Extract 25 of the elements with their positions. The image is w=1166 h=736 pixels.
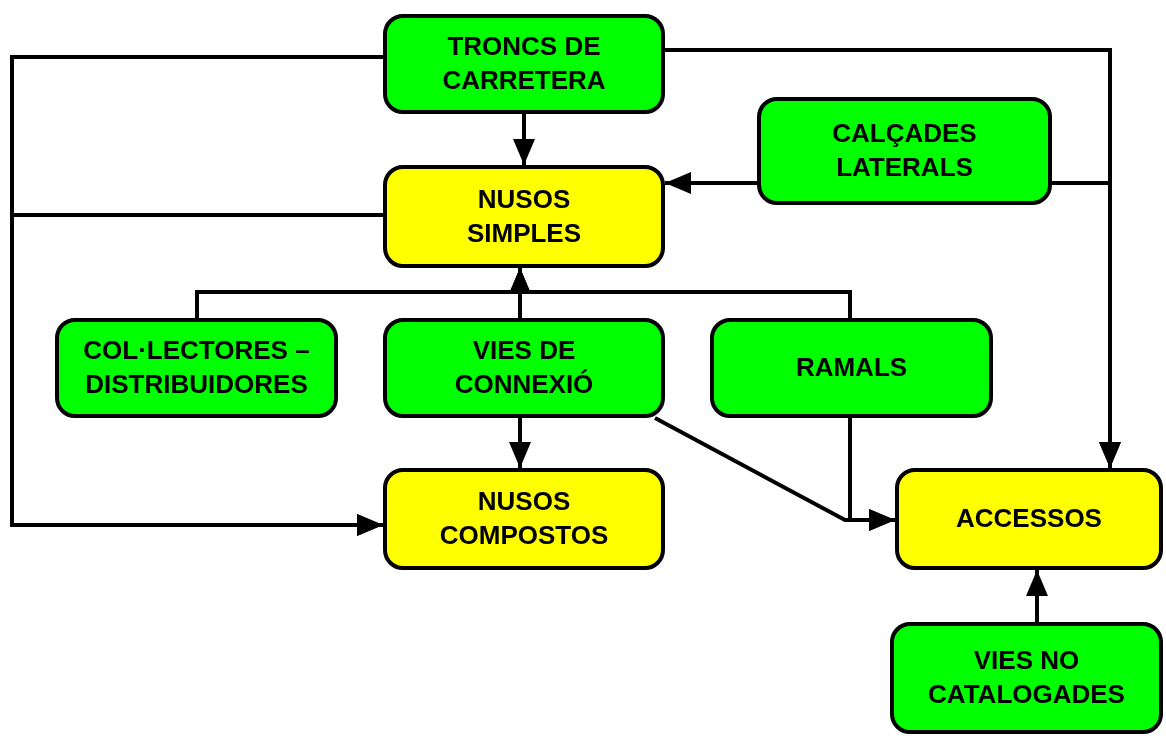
process-box bbox=[895, 468, 1163, 570]
process-box bbox=[383, 165, 665, 268]
node-label: TRONCS DE CARRETERA bbox=[441, 30, 607, 97]
node-label: RAMALS bbox=[795, 351, 908, 385]
process-box bbox=[55, 318, 338, 418]
node-label: NUSOS COMPOSTOS bbox=[438, 485, 610, 552]
node-label: VIES DE CONNEXIÓ bbox=[453, 334, 595, 401]
arrow bbox=[1026, 570, 1048, 622]
arrow bbox=[1052, 181, 1121, 468]
arrow bbox=[848, 418, 895, 531]
process-box bbox=[383, 468, 665, 570]
node-label: ACCESSOS bbox=[956, 502, 1102, 536]
node-label: COL·LECTORES – DISTRIBUIDORES bbox=[82, 334, 311, 401]
process-box bbox=[710, 318, 993, 418]
arrow bbox=[10, 213, 383, 536]
process-box bbox=[383, 14, 665, 114]
arrow bbox=[509, 418, 531, 468]
node-label: NUSOS SIMPLES bbox=[465, 182, 583, 250]
process-box bbox=[890, 622, 1163, 734]
node-label: CALÇADES LATERALS bbox=[831, 117, 978, 184]
process-box bbox=[383, 318, 665, 418]
arrow bbox=[665, 172, 757, 194]
process-box bbox=[757, 97, 1052, 205]
node-label: VIES NO CATALOGADES bbox=[927, 644, 1126, 711]
arrow bbox=[513, 114, 535, 165]
